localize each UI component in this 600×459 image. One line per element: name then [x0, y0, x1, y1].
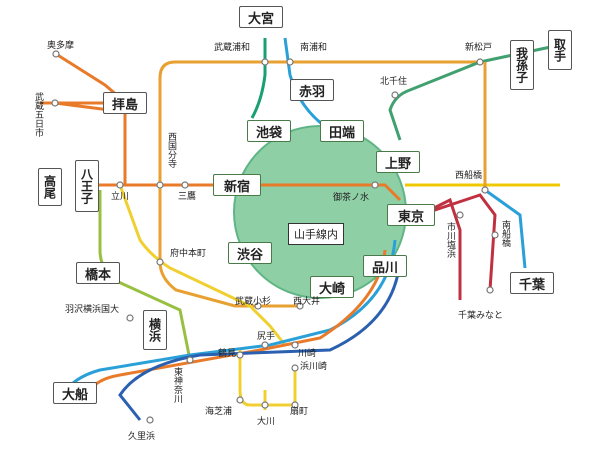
station-abiko[interactable]: 我孫子	[510, 40, 534, 90]
label-umishibaura: 海芝浦	[205, 407, 233, 417]
station-takao[interactable]: 高尾	[38, 168, 62, 206]
label-shiriite: 尻手	[257, 332, 276, 342]
station-toride[interactable]: 取手	[548, 30, 572, 70]
label-tsurumi: 鶴見	[218, 349, 237, 359]
station-dots	[51, 50, 499, 424]
station-tokyo[interactable]: 東京	[387, 204, 435, 226]
label-ogimachi: 扇町	[290, 407, 309, 417]
label-ichikawa-shiohama: 市川塩浜	[445, 222, 455, 258]
keiyo-branch	[419, 197, 462, 300]
station-ofuna[interactable]: 大船	[53, 382, 97, 404]
yamanote-inner-label: 山手線内	[288, 223, 344, 245]
label-kawasaki: 川崎	[298, 349, 317, 359]
station-hachioji[interactable]: 八王子	[75, 160, 99, 212]
station-haijima[interactable]: 拝島	[103, 92, 147, 114]
station-osaki[interactable]: 大崎	[310, 276, 354, 298]
station-tabata[interactable]: 田端	[320, 120, 364, 142]
label-okutama: 奥多摩	[47, 41, 75, 51]
label-musashi-kosugi: 武蔵小杉	[235, 297, 272, 307]
label-nishi-oi: 西大井	[293, 297, 321, 307]
label-musashi-itsukaichi: 武蔵五日市	[33, 92, 43, 137]
label-kita-senju: 北千住	[380, 77, 408, 87]
label-shin-matsudo: 新松戸	[465, 43, 493, 53]
label-nishi-funabashi: 西船橋	[455, 171, 483, 181]
label-hama-kawasaki: 浜川崎	[300, 362, 328, 372]
nambu-line	[118, 184, 287, 346]
label-higashi-kanagawa: 東神奈川	[172, 367, 182, 403]
saikyo-line	[250, 38, 267, 119]
label-minami-urawa: 南浦和	[300, 43, 328, 53]
station-chiba[interactable]: 千葉	[510, 272, 554, 294]
station-shibuya[interactable]: 渋谷	[228, 242, 272, 264]
station-shinjuku[interactable]: 新宿	[213, 174, 261, 196]
label-okawa: 大川	[257, 417, 276, 427]
station-omiya[interactable]: 大宮	[239, 6, 283, 28]
yokosuka-line	[118, 259, 402, 421]
joban-line	[388, 43, 561, 141]
chuo-line	[40, 101, 402, 202]
label-kurihama: 久里浜	[128, 432, 156, 442]
label-nishi-kokubunji: 西国分寺	[166, 132, 176, 168]
station-ueno[interactable]: 上野	[376, 151, 420, 173]
station-shinagawa[interactable]: 品川	[363, 255, 407, 277]
label-mitaka: 三鷹	[178, 192, 197, 202]
label-fuchu-hommachi: 府中本町	[170, 249, 207, 259]
keihin-south	[58, 239, 397, 401]
station-akabane[interactable]: 赤羽	[290, 79, 334, 101]
station-hashimoto[interactable]: 橋本	[76, 262, 120, 284]
station-ikebukuro[interactable]: 池袋	[247, 120, 291, 142]
station-yokohama[interactable]: 横浜	[143, 310, 167, 350]
label-hamura-yokohama-kokudai: 羽沢横浜国大	[65, 305, 120, 315]
label-musashi-urawa: 武蔵浦和	[214, 43, 251, 53]
sobu-chiba	[484, 188, 527, 269]
tsurumi-line	[238, 350, 297, 407]
label-tachikawa: 立川	[111, 192, 130, 202]
label-minami-funabashi: 南船橋	[500, 220, 510, 247]
label-ochanomizu: 御茶ノ水	[333, 193, 370, 203]
keiyo-line	[419, 193, 497, 291]
label-chiba-minato: 千葉みなと	[458, 311, 504, 321]
